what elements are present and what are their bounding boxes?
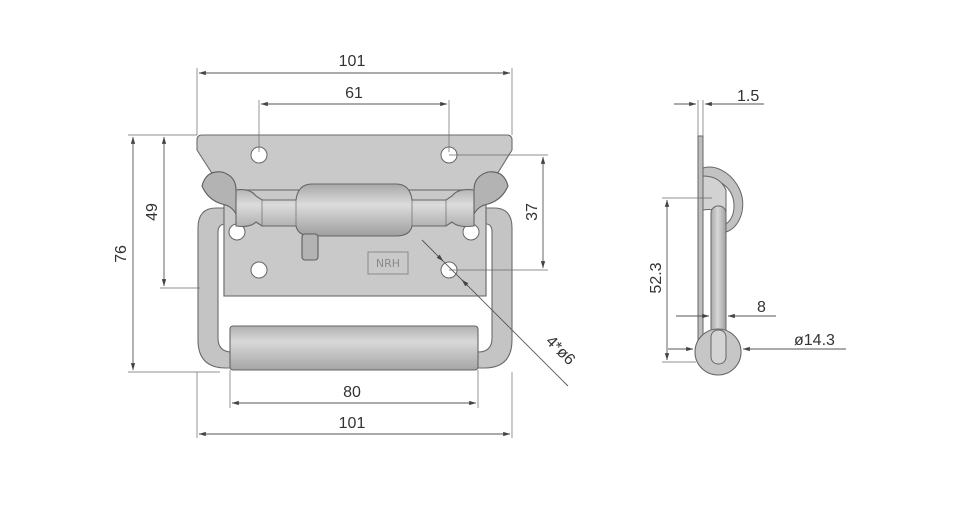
- dim-grip-diameter: ø14.3: [794, 332, 835, 349]
- leader-hole-spec: [421, 239, 569, 387]
- logo-box: [367, 251, 409, 275]
- front-view: NRH: [196, 134, 513, 371]
- dim-hole-spacing: 61: [345, 85, 363, 102]
- grip-tube: [229, 325, 479, 371]
- dim-rod-diameter: 8: [757, 299, 766, 316]
- side-dimensions: 1.5 52.3 8 ø14.3: [648, 88, 846, 363]
- front-dimensions: 101 61 76 49 37 80 101 4*ø6: [113, 53, 578, 438]
- dim-total-height: 76: [113, 245, 130, 263]
- dim-hole-vertical: 37: [524, 203, 541, 221]
- dim-grip-length: 80: [343, 384, 361, 401]
- dim-width-top: 101: [339, 53, 366, 70]
- side-view: [694, 135, 744, 376]
- stop-tab: [301, 233, 319, 261]
- dim-plate-thickness: 1.5: [737, 88, 759, 105]
- side-rod-end: [710, 329, 727, 365]
- dim-hole-spec: 4*ø6: [542, 333, 578, 369]
- spring-barrel: [235, 183, 475, 237]
- hole-bottom-left: [250, 261, 268, 279]
- logo-text: NRH: [376, 257, 400, 270]
- dim-side-height: 52.3: [648, 262, 665, 293]
- dim-plate-height: 49: [144, 203, 161, 221]
- dim-width-bottom: 101: [339, 415, 366, 432]
